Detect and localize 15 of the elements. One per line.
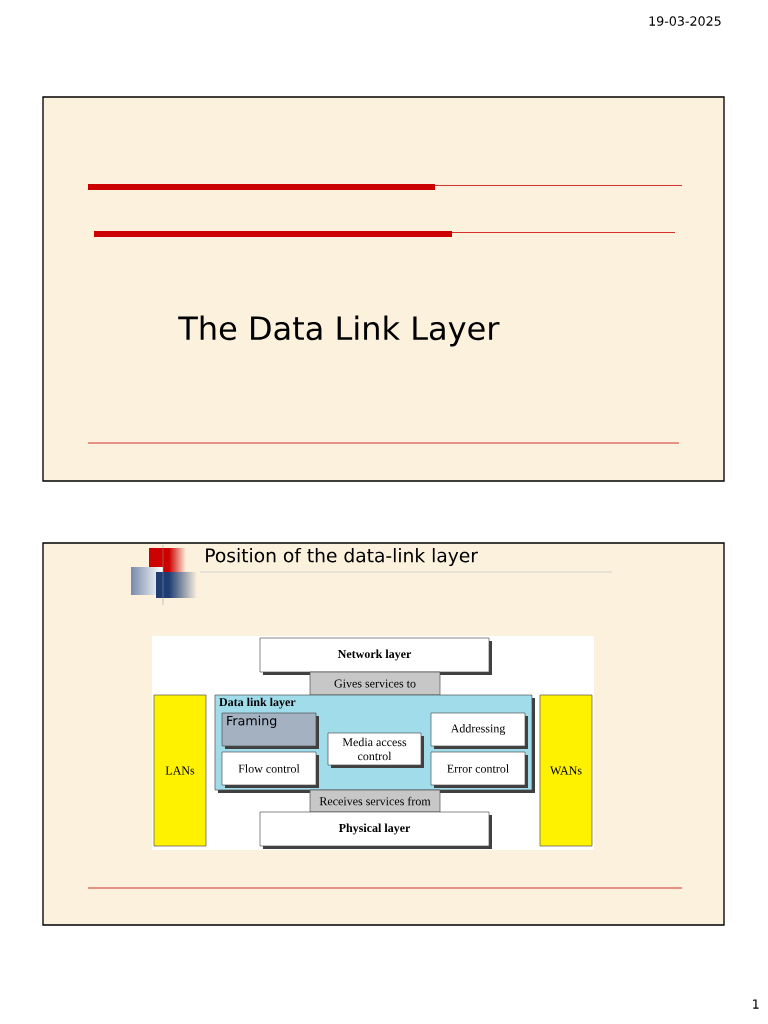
- function-box: Error control: [430, 751, 528, 788]
- service-band: Gives services to: [309, 671, 441, 696]
- page-number: 1: [753, 999, 759, 1009]
- layer-box: Physical layer: [259, 811, 492, 849]
- network-type-bar: WANs: [539, 694, 593, 847]
- function-box: Flow control: [221, 751, 319, 788]
- layer-box: Network layer: [259, 637, 492, 675]
- slide-title: Position of the data-link layer: [206, 548, 478, 567]
- function-box: Framing: [221, 712, 319, 749]
- function-box: Media access control: [327, 732, 424, 768]
- network-type-bar: LANs: [153, 694, 207, 847]
- slide-title: The Data Link Layer: [178, 315, 500, 347]
- service-band: Receives services from: [309, 789, 441, 813]
- function-box: Addressing: [430, 712, 528, 749]
- date-text: 19-03-2025: [649, 16, 721, 26]
